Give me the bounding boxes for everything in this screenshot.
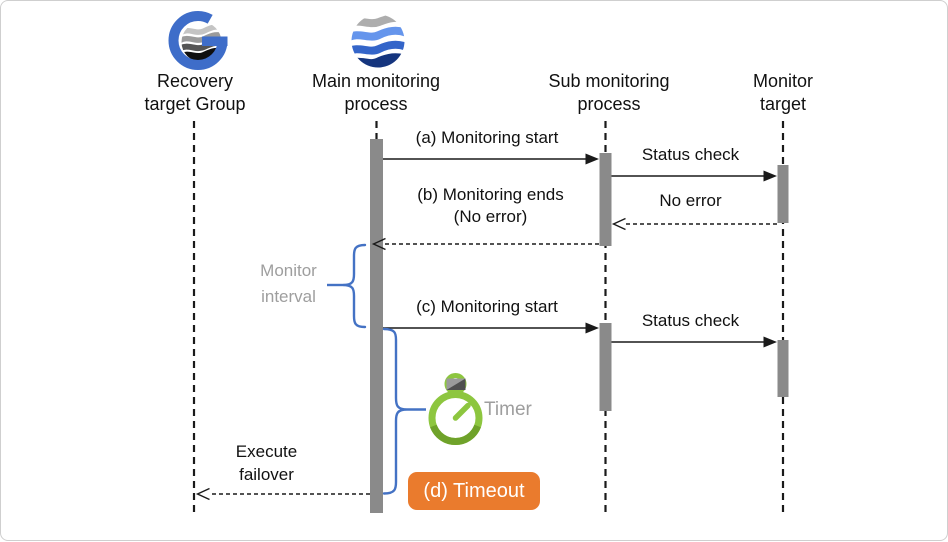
timer-brace	[382, 327, 408, 495]
annotation-monitor-interval: Monitor interval	[260, 261, 317, 306]
activation-bar-target-1	[777, 165, 789, 223]
stopwatch-button-shade	[446, 378, 466, 390]
g-globe-icon	[168, 11, 228, 70]
activation-bar-target-2	[777, 340, 789, 397]
message-label-monitoring-start-a: (a) Monitoring start	[415, 128, 559, 147]
wave-sphere-icon	[351, 14, 405, 68]
lifeline-header-monitor-target: Monitor target	[752, 71, 814, 114]
stopwatch-ring-shadow-arc	[430, 424, 481, 445]
message-label-execute-failover: Execute failover	[235, 442, 298, 484]
message-label-no-error: No error	[659, 191, 722, 210]
activation-bar-sub-1	[599, 153, 612, 246]
lifeline-header-recovery-target-group: Recovery target Group	[144, 71, 246, 114]
arrowhead-status-check-1	[763, 170, 777, 182]
timeout-badge: (d) Timeout	[408, 472, 540, 510]
arrowhead-monitoring-ends-b	[371, 237, 386, 251]
timer-stopwatch-icon	[428, 373, 483, 445]
message-label-monitoring-start-c: (c) Monitoring start	[416, 297, 558, 316]
arrowhead-monitoring-start-a	[585, 153, 599, 165]
arrowhead-status-check-2	[763, 336, 777, 348]
lifeline-header-sub-monitoring-process: Sub monitoring process	[548, 71, 670, 114]
stopwatch-hand	[452, 402, 471, 421]
message-label-status-check-1: Status check	[641, 145, 740, 164]
activation-bar-sub-2	[599, 323, 612, 411]
wave-sphere-stripes	[351, 14, 405, 68]
arrowhead-no-error	[611, 217, 626, 231]
arrowhead-monitoring-start-c	[585, 322, 599, 334]
message-label-monitoring-ends-b: (b) Monitoring ends (No error)	[417, 185, 564, 226]
activation-bar-main	[370, 139, 383, 513]
monitor-interval-brace	[342, 243, 367, 329]
arrowhead-execute-failover	[195, 487, 210, 501]
lifeline-header-main-monitoring-process: Main monitoring process	[311, 71, 441, 114]
g-bar	[202, 36, 228, 46]
annotation-timer: Timer	[484, 399, 532, 420]
message-label-status-check-2: Status check	[641, 311, 740, 330]
